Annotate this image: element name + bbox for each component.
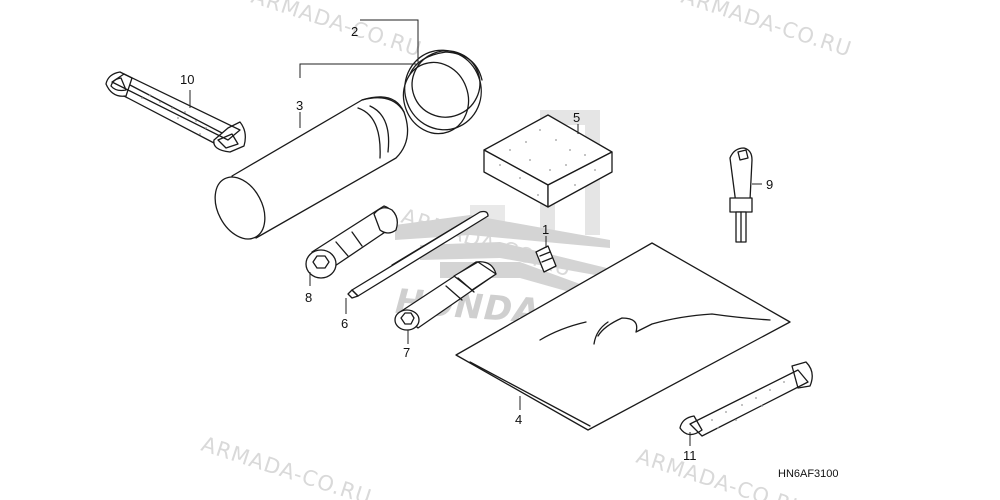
- fuse-puller: [535, 245, 557, 273]
- watermark-layer: ARMADA-CO.RU ARMADA-CO.RU ARMADA-CO.RU A…: [198, 0, 854, 500]
- callout-5: 5: [573, 110, 580, 125]
- callout-7: 7: [403, 345, 410, 360]
- screwdriver: [347, 210, 489, 299]
- tool-bag: [455, 242, 791, 431]
- box-wrench: [305, 205, 398, 279]
- callout-4: 4: [515, 412, 522, 427]
- watermark-text: ARMADA-CO.RU: [198, 432, 374, 500]
- callout-8: 8: [305, 290, 312, 305]
- strap-band-upper: [105, 71, 246, 153]
- strap-band-lower: [679, 361, 813, 437]
- callout-6: 6: [341, 316, 348, 331]
- callout-10: 10: [180, 72, 194, 87]
- callout-9: 9: [766, 177, 773, 192]
- callout-2: 2: [351, 24, 358, 39]
- tool-case-tube: [214, 96, 409, 240]
- callout-11: 11: [683, 448, 697, 463]
- callout-numbers: 2 3 10 5 9 1 8 6 7 4 11: [180, 24, 773, 463]
- tool-case-cap: [402, 49, 483, 135]
- plug-wrench: [394, 261, 497, 331]
- diagram-code: HN6AF3100: [778, 468, 839, 480]
- leader-lines: [189, 19, 762, 446]
- callout-1: 1: [542, 222, 549, 237]
- watermark-text: ARMADA-CO.RU: [248, 0, 424, 62]
- callout-3: 3: [296, 98, 303, 113]
- hex-key-handle: [729, 147, 753, 243]
- pad: [483, 114, 613, 208]
- watermark-text: ARMADA-CO.RU: [678, 0, 854, 62]
